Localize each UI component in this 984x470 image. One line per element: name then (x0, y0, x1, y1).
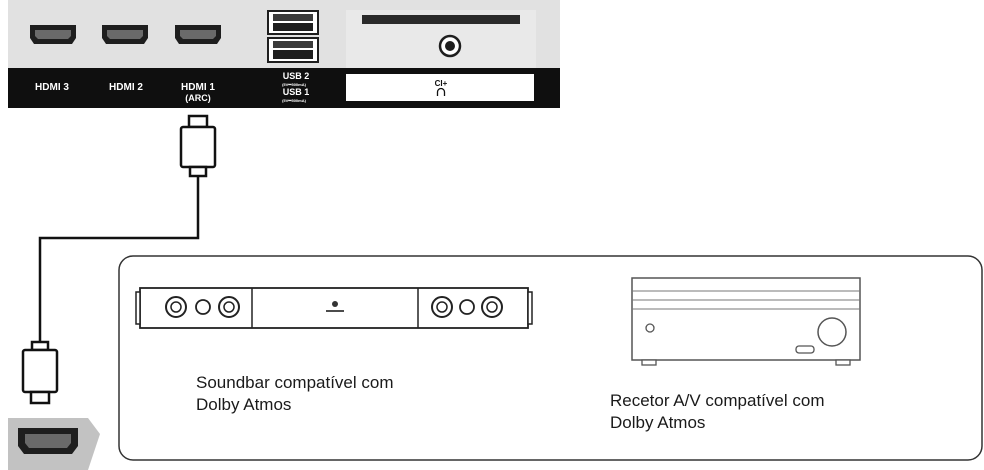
ci-slot (362, 15, 520, 24)
cable-tip-bottom (29, 390, 51, 405)
hdmi1-port (175, 25, 221, 44)
cable-line (38, 176, 200, 342)
ci-label-box (346, 74, 534, 101)
headphone-icon (436, 87, 446, 96)
cable-connector-top (179, 125, 217, 169)
av-receiver-illustration (631, 277, 861, 366)
receiver-volume-knob (817, 317, 847, 347)
usb2-label: USB 2 (283, 71, 310, 81)
tv-panel: HDMI 3 HDMI 2 HDMI 1 (ARC) USB 2 (5V⎓500… (8, 0, 560, 108)
soundbar-caption: Soundbar compatível com Dolby Atmos (196, 372, 394, 416)
receiver-caption-line2: Dolby Atmos (610, 413, 706, 432)
soundbar-indicator (332, 301, 338, 307)
hdmi1-arc-label: (ARC) (185, 93, 211, 103)
soundbar-caption-line2: Dolby Atmos (196, 395, 292, 414)
hdmi2-label: HDMI 2 (109, 82, 143, 93)
soundbar-illustration (135, 287, 533, 329)
headphone-jack (438, 34, 462, 58)
soundbar-caption-line1: Soundbar compatível com (196, 373, 394, 392)
usb2-spec: (5V⎓500mA) (282, 82, 307, 87)
receiver-power-button (645, 323, 655, 333)
receiver-caption-line1: Recetor A/V compatível com (610, 391, 825, 410)
cable-connector-bottom (21, 348, 59, 394)
device-hdmi-port (8, 418, 100, 470)
usb1-label: USB 1 (283, 87, 310, 97)
hdmi2-port (102, 25, 148, 44)
hdmi-cable (21, 114, 217, 405)
ci-label: CI+ (435, 79, 448, 88)
cable-boot-top (188, 165, 208, 178)
receiver-caption: Recetor A/V compatível com Dolby Atmos (610, 390, 824, 434)
hdmi1-label: HDMI 1 (181, 82, 215, 93)
hdmi3-port (30, 25, 76, 44)
cable-tip-top (187, 114, 209, 129)
receiver-body (631, 277, 861, 361)
usb1-spec: (5V⎓500mA) (282, 98, 307, 103)
hdmi3-label: HDMI 3 (35, 82, 69, 93)
usb2-port (267, 10, 319, 35)
usb1-port (267, 37, 319, 63)
